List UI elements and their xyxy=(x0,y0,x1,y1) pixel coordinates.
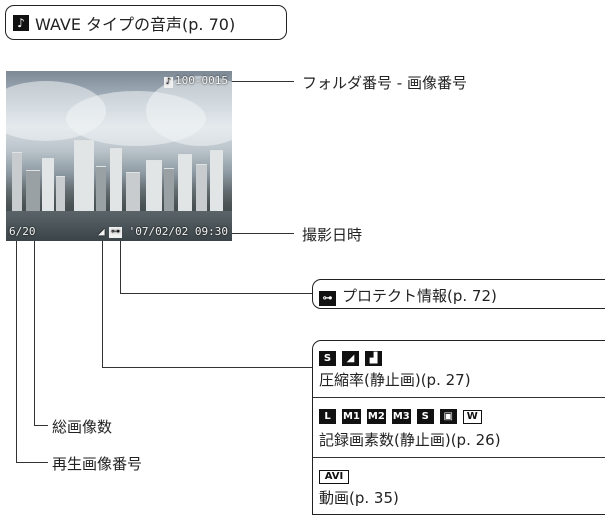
compression-superfine-icon: S xyxy=(319,351,336,366)
image-info-box: S ◢ ▟ 圧縮率(静止画)(p. 27) L M1 M2 M3 S ▣ W 記録画素数(静止画… xyxy=(312,340,605,515)
shooting-datetime-label: 撮影日時 xyxy=(302,226,363,244)
date-time-osd: '07/02/02 09:30 xyxy=(128,225,228,238)
widescreen-icon: W xyxy=(462,410,482,424)
image-count: 6/20 xyxy=(9,225,36,238)
compression-fine-icon: ◢ xyxy=(342,351,359,366)
playback-photo: ♪100-0015 6/20 ◢ ⊶ '07/02/02 09:30 xyxy=(6,71,232,241)
key-icon: ⊶ xyxy=(319,291,336,306)
compression-normal-icon: ▟ xyxy=(365,351,382,366)
postcard-icon: ▣ xyxy=(439,409,457,424)
protect-info-box: ⊶ プロテクト情報(p. 72) xyxy=(312,279,605,309)
key-osd-icon: ⊶ xyxy=(109,227,122,238)
movie-text: 動画(p. 35) xyxy=(319,489,399,507)
pixel-icons: L M1 M2 M3 S ▣ W xyxy=(319,405,488,424)
protect-info-text: プロテクト情報(p. 72) xyxy=(342,287,497,305)
medium1-icon: M1 xyxy=(342,409,361,424)
music-note-icon: ♪ xyxy=(13,14,29,31)
movie-icons: AVI xyxy=(319,465,355,484)
compression-icons: S ◢ ▟ xyxy=(319,347,388,366)
avi-icon: AVI xyxy=(319,470,349,484)
compression-text: 圧縮率(静止画)(p. 27) xyxy=(319,371,471,389)
total-images-label: 総画像数 xyxy=(52,418,113,436)
medium3-icon: M3 xyxy=(391,409,411,424)
folder-file-number-label: フォルダ番号 - 画像番号 xyxy=(302,74,467,92)
playback-number-label: 再生画像番号 xyxy=(52,455,143,473)
large-icon: L xyxy=(319,409,336,424)
sound-icon: ♪ xyxy=(163,77,174,88)
medium2-icon: M2 xyxy=(366,409,386,424)
folder-file-number: ♪100-0015 xyxy=(163,74,228,88)
small-icon: S xyxy=(416,409,434,424)
compression-osd-icon: ◢ xyxy=(98,225,105,238)
wave-audio-label: ♪ WAVE タイプの音声(p. 70) xyxy=(5,5,287,40)
pixel-text: 記録画素数(静止画)(p. 26) xyxy=(319,431,501,449)
wave-audio-text: WAVE タイプの音声(p. 70) xyxy=(35,14,236,34)
